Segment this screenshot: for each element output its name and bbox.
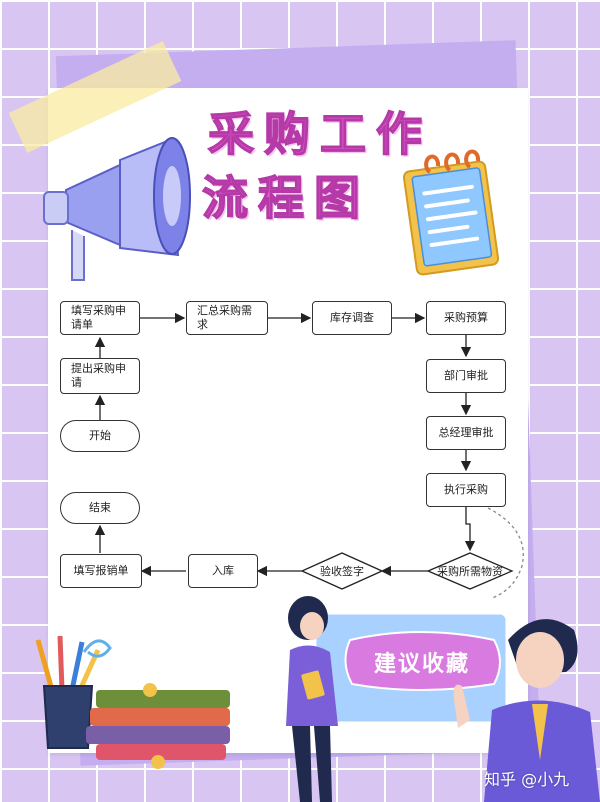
node-dept-approval: 部门审批 [426,359,506,393]
collect-bubble [344,631,501,691]
pencil-cup-icon [35,635,112,749]
woman-figure [286,596,338,802]
notepad-icon [402,149,500,276]
node-execute: 执行采购 [426,473,506,507]
node-warehouse: 入库 [188,554,258,588]
title-line-2: 流程图 [201,170,370,226]
megaphone-icon [43,137,191,281]
node-fill-request: 填写采购申请单 [60,301,140,335]
acceptance-diamond [300,552,384,590]
node-reimburse: 填写报销单 [60,554,142,588]
node-budget: 采购预算 [426,301,506,335]
node-submit-request: 提出采购申请 [60,358,140,394]
node-summarize: 汇总采购需求 [186,301,268,335]
collect-banner-text: 建议收藏 [373,652,470,677]
node-start: 开始 [60,420,140,452]
node-gm-approval: 总经理审批 [426,416,506,450]
node-inventory: 库存调查 [312,301,392,335]
man-figure [453,619,600,802]
goods-diamond [426,552,514,590]
node-end: 结束 [60,492,140,524]
dashed-loop-connector [487,507,524,599]
books-icon [86,683,230,769]
goods-label: 采购所需物资 [437,565,503,578]
arrow-execute-to-goods [464,507,476,552]
title-line-1: 采购工作 [207,106,432,162]
watermark: 知乎 @小九 [484,770,570,789]
acceptance-label: 验收签字 [320,565,364,578]
